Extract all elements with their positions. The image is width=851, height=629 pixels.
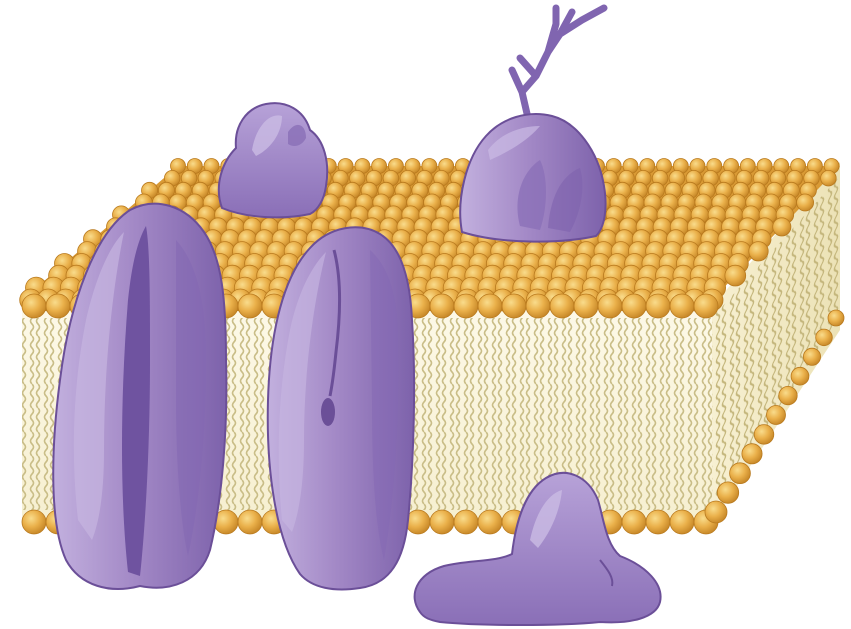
- phospholipid-head: [22, 294, 46, 318]
- phospholipid-head: [725, 265, 746, 286]
- phospholipid-head: [646, 510, 670, 534]
- phospholipid-head: [797, 194, 814, 211]
- phospholipid-head: [742, 444, 762, 464]
- phospholipid-head: [454, 510, 478, 534]
- phospholipid-head: [430, 294, 454, 318]
- peripheral-protein-top: [219, 103, 327, 217]
- phospholipid-head: [767, 406, 786, 425]
- phospholipid-head: [791, 367, 809, 385]
- transmembrane-protein-notch: [321, 398, 335, 426]
- phospholipid-head: [598, 294, 622, 318]
- phospholipid-head: [779, 386, 797, 404]
- phospholipid-head: [478, 294, 502, 318]
- phospholipid-head: [238, 294, 262, 318]
- phospholipid-head: [622, 294, 646, 318]
- phospholipid-head: [478, 510, 502, 534]
- phospholipid-head: [773, 218, 791, 236]
- phospholipid-head: [821, 170, 837, 186]
- phospholipid-head: [694, 294, 718, 318]
- phospholipid-head: [828, 310, 844, 326]
- phospholipid-head: [670, 510, 694, 534]
- phospholipid-head: [754, 425, 774, 445]
- phospholipid-head: [622, 510, 646, 534]
- glycoprotein: [460, 8, 605, 242]
- phospholipid-head: [238, 510, 262, 534]
- phospholipid-head: [502, 294, 526, 318]
- phospholipid-head: [816, 329, 833, 346]
- phospholipid-head: [705, 501, 727, 523]
- phospholipid-head: [803, 348, 820, 365]
- phospholipid-head: [749, 242, 768, 261]
- phospholipid-head: [550, 294, 574, 318]
- phospholipid-head: [430, 510, 454, 534]
- phospholipid-head: [526, 294, 550, 318]
- phospholipid-head: [454, 294, 478, 318]
- phospholipid-head: [730, 463, 751, 484]
- transmembrane-protein: [268, 227, 414, 589]
- phospholipid-head: [46, 294, 70, 318]
- phospholipid-head: [717, 482, 738, 503]
- phospholipid-head: [22, 510, 46, 534]
- phospholipid-head: [670, 294, 694, 318]
- carbohydrate-chain: [512, 8, 604, 118]
- phospholipid-head: [646, 294, 670, 318]
- phospholipid-head: [574, 294, 598, 318]
